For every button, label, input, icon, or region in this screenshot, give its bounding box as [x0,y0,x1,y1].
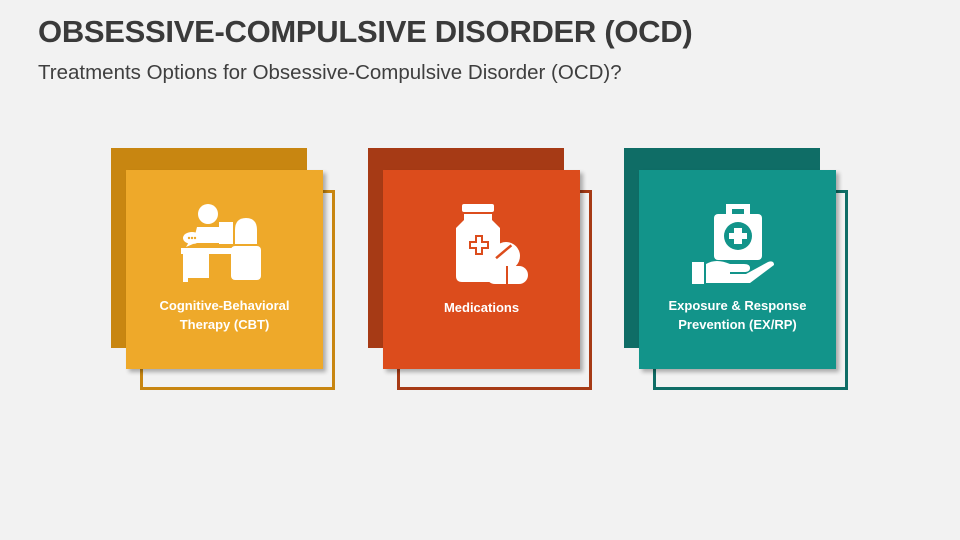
therapy-session-icon [180,204,261,282]
page-title: OBSESSIVE-COMPULSIVE DISORDER (OCD) [38,14,693,49]
card-front-panel: Medications [383,170,580,369]
card-front-panel: Cognitive-Behavioral Therapy (CBT) [126,170,323,369]
card-label: Cognitive-Behavioral Therapy (CBT) [159,298,290,332]
medicine-bottle-pills-icon [455,204,528,284]
card-label: Medications [443,300,520,315]
card-medications: Medications [368,148,598,394]
card-cbt: Cognitive-Behavioral Therapy (CBT) [111,148,341,394]
card-label: Exposure & Response Prevention (EX/RP) [668,298,807,332]
card-front-panel: Exposure & Response Prevention (EX/RP) [639,170,836,369]
page-subtitle: Treatments Options for Obsessive-Compuls… [38,61,622,84]
card-exrp: Exposure & Response Prevention (EX/RP) [624,148,854,394]
first-aid-kit-hand-icon [691,204,774,284]
